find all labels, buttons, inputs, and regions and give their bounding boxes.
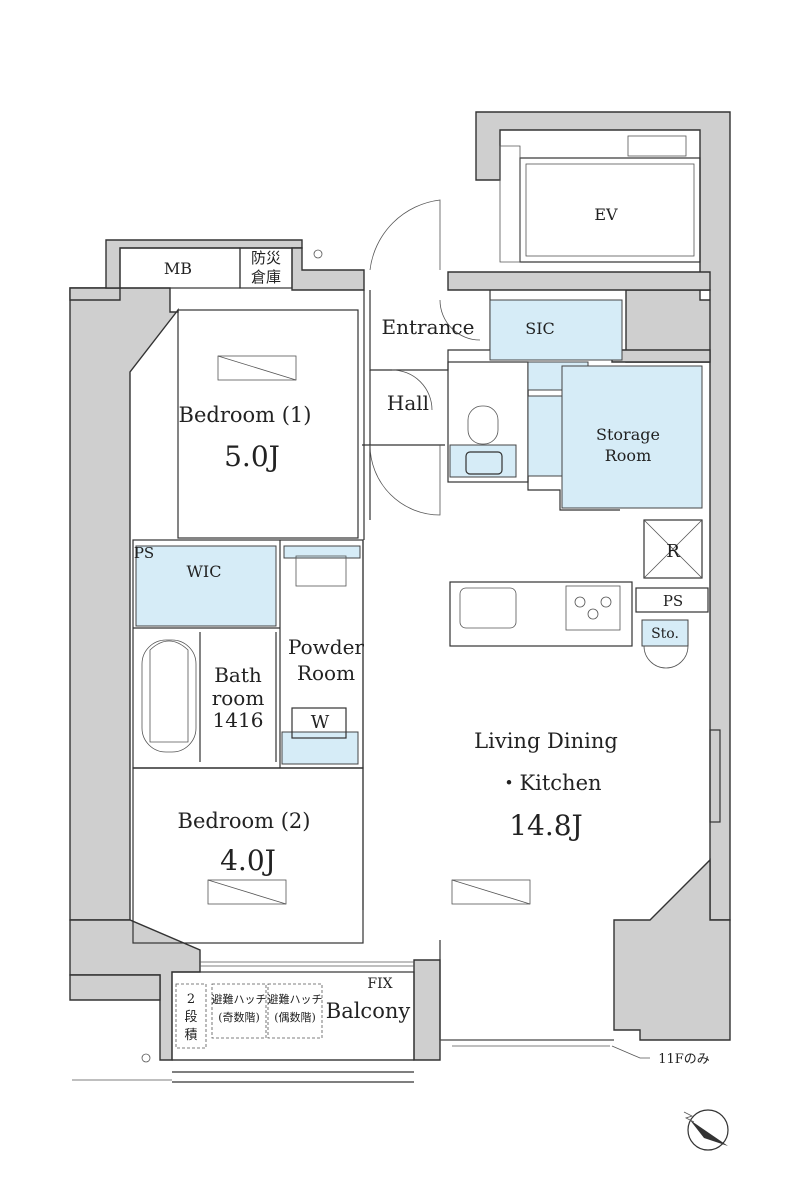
bousai-label-2: 倉庫 bbox=[251, 268, 281, 286]
sto-label: Sto. bbox=[651, 626, 679, 642]
washer-label: W bbox=[311, 712, 330, 733]
bedroom1-label: Bedroom (1) bbox=[179, 403, 312, 427]
hatch1-label-1: 避難ハッチ bbox=[212, 992, 267, 1006]
storage-areas bbox=[135, 299, 703, 765]
refrigerator-label: R bbox=[666, 541, 680, 562]
storage-room-area bbox=[561, 365, 703, 509]
north-arrow-icon bbox=[683, 1109, 729, 1151]
bath-label-2: room bbox=[212, 686, 265, 710]
ldk-label-1: Living Dining bbox=[474, 729, 618, 753]
ev-shaft bbox=[499, 135, 701, 263]
wic-area bbox=[135, 545, 277, 627]
sic-label: SIC bbox=[525, 319, 555, 338]
entrance-label: Entrance bbox=[382, 315, 475, 339]
ps-label-2: PS bbox=[663, 592, 683, 610]
nidan-label-3: 積 bbox=[184, 1028, 197, 1043]
powder-label-1: Powder bbox=[288, 635, 364, 659]
walls bbox=[69, 111, 731, 1083]
fixtures bbox=[141, 355, 612, 1063]
balcony-label: Balcony bbox=[326, 999, 411, 1023]
sic-area bbox=[489, 299, 623, 361]
bath-label-1: Bath bbox=[214, 663, 262, 687]
hall-label: Hall bbox=[387, 391, 429, 415]
nidan-label-1: 2 bbox=[187, 992, 195, 1007]
floor-note: 11Fのみ bbox=[658, 1052, 710, 1067]
bousai-label-1: 防災 bbox=[251, 249, 281, 267]
bedroom2-area: 4.0J bbox=[220, 844, 276, 877]
ev-label: EV bbox=[594, 205, 618, 224]
mb-label: MB bbox=[164, 259, 192, 278]
storage-label-1: Storage bbox=[596, 425, 660, 444]
hatch1-label-2: (奇数階) bbox=[218, 1010, 260, 1024]
ldk-label-2: ・Kitchen bbox=[498, 771, 601, 795]
bedroom1-area: 5.0J bbox=[224, 440, 280, 473]
doors bbox=[369, 199, 689, 669]
fix-label: FIX bbox=[367, 976, 392, 992]
powder-label-2: Room bbox=[297, 661, 355, 685]
bedroom2-label: Bedroom (2) bbox=[178, 809, 311, 833]
mb-box bbox=[119, 247, 323, 289]
nidan-label-2: 段 bbox=[184, 1010, 197, 1025]
hatch2-label-1: 避難ハッチ bbox=[268, 992, 323, 1006]
ps-label-1: PS bbox=[134, 544, 154, 562]
ldk-area: 14.8J bbox=[509, 809, 583, 842]
interior-walls bbox=[132, 290, 721, 1061]
storage-label-2: Room bbox=[605, 446, 651, 465]
bath-label-3: 1416 bbox=[213, 708, 264, 732]
wic-label: WIC bbox=[186, 562, 221, 581]
hatch2-label-2: (偶数階) bbox=[274, 1010, 316, 1024]
labels: EV MB 防災 倉庫 Entrance SIC Hall Storage Ro… bbox=[134, 205, 710, 1067]
